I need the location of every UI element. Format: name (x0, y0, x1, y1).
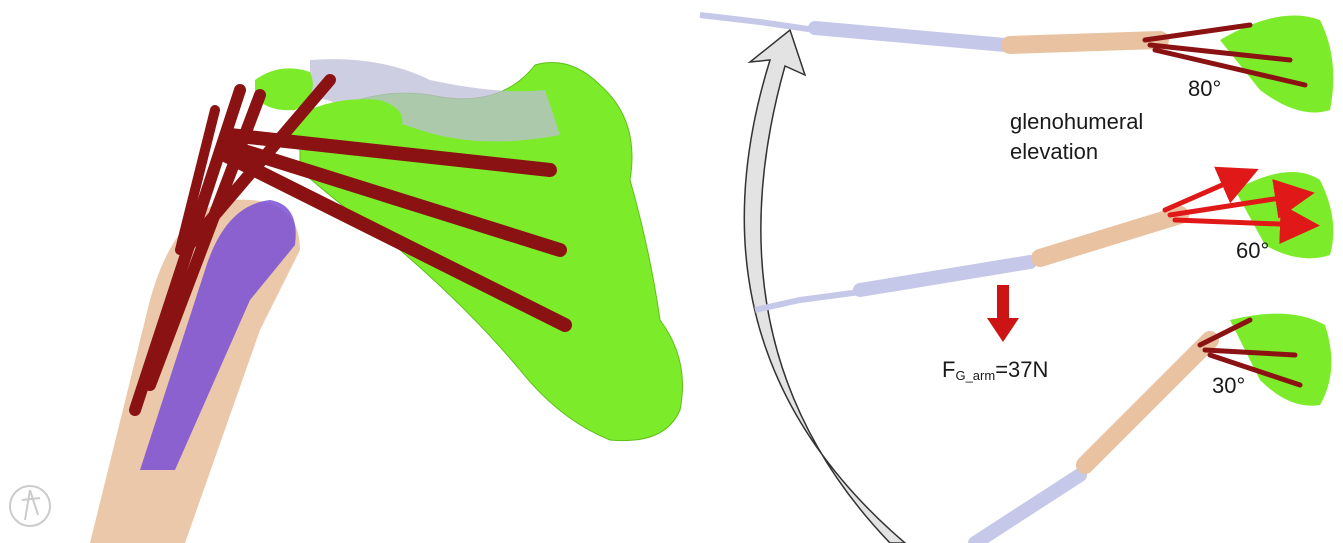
logo-watermark-icon (10, 486, 50, 526)
force-subscript: G_arm (955, 368, 995, 383)
angle-label-30: 30° (1212, 373, 1245, 399)
force-label: FG_arm=37N (942, 357, 1048, 383)
force-symbol: F (942, 357, 955, 382)
angle-label-80: 80° (1188, 76, 1221, 102)
gravity-force-arrow (987, 285, 1019, 342)
detailed-shoulder-model (10, 59, 683, 543)
elevation-caption-line1: glenohumeral (1010, 108, 1143, 136)
elevation-caption-line2: elevation (1010, 138, 1098, 166)
arm-30-degree (975, 314, 1331, 543)
angle-label-60: 60° (1236, 238, 1269, 264)
scapula-80 (1220, 16, 1333, 113)
force-value: =37N (995, 357, 1048, 382)
